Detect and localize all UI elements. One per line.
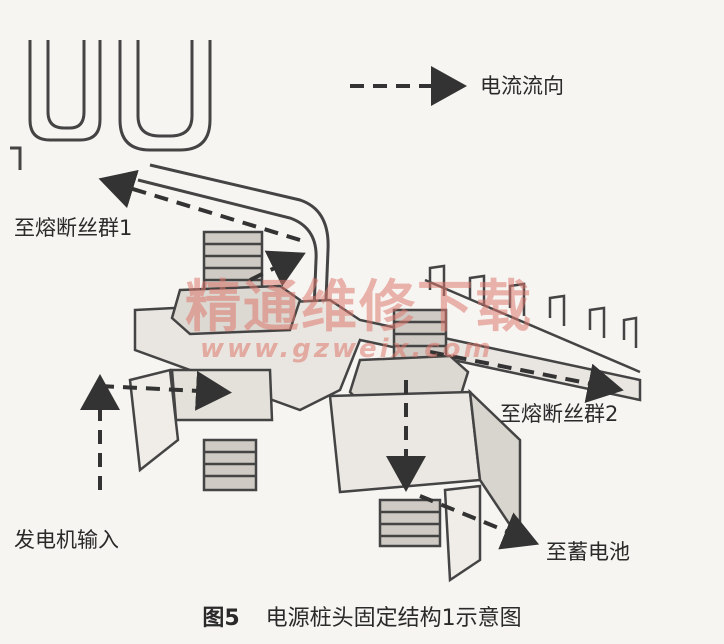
figure-number: 图5	[202, 606, 240, 631]
arrow-to-fuse-2	[429, 350, 624, 403]
current-flow-arrows	[80, 66, 624, 550]
arrow-to-fuse-1	[98, 169, 301, 242]
arrow-up-stud	[249, 250, 306, 287]
right-terminal	[328, 308, 522, 583]
legend-label: 电流流向	[480, 74, 564, 98]
terminal-diagram	[10, 40, 642, 583]
upper-busbar	[10, 40, 330, 311]
watermark-url: www.gzweix.com	[200, 334, 494, 364]
fuse-strip-teeth	[428, 264, 638, 348]
arrow-to-battery	[419, 494, 540, 550]
left-terminal	[128, 230, 302, 492]
watermark-text: 精通维修下载	[185, 274, 533, 340]
label-battery: 至蓄电池	[546, 540, 630, 564]
label-fuse-group-1: 至熔断丝群1	[14, 216, 133, 240]
figure-title: 电源桩头固定结构1示意图	[265, 606, 522, 631]
arrow-into-left-terminal	[99, 370, 232, 411]
figure-caption: 图5 电源桩头固定结构1示意图	[0, 600, 724, 632]
label-fuse-group-2: 至熔断丝群2	[500, 402, 619, 426]
label-generator-input: 发电机输入	[14, 528, 119, 552]
